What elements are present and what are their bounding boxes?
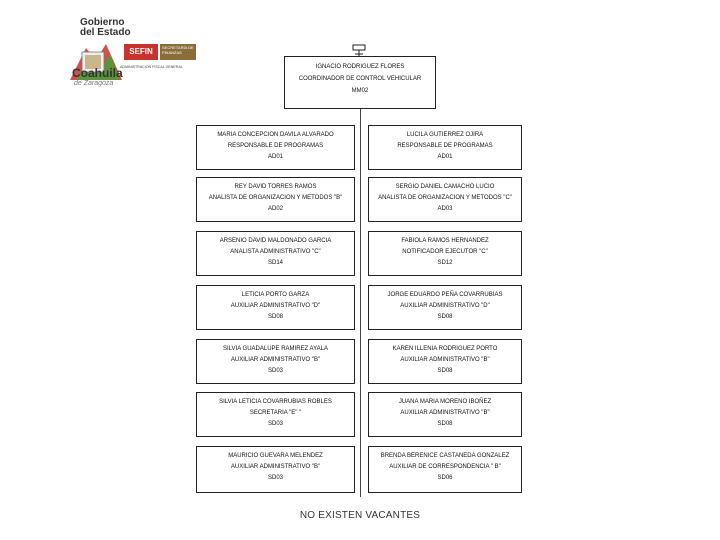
logo-title: Gobierno del Estado <box>80 18 131 38</box>
position-title: ANALISTA DE ORGANIZACION Y METODOS "B" <box>208 195 343 201</box>
position-code: SD12 <box>437 260 453 266</box>
position-title: NOTIFICADOR EJECUTOR "C" <box>402 249 488 255</box>
position-code: SD08 <box>437 368 453 374</box>
position-code: AD01 <box>267 154 283 160</box>
position-code: SD06 <box>437 475 453 481</box>
position-title: ANALISTA DE ORGANIZACION Y METODOS "C" <box>378 195 512 201</box>
org-trunk-line <box>360 109 361 497</box>
sefin-badge: SEFIN <box>124 44 158 60</box>
position-name: BRENDA BERENICE CASTANEDA GONZALEZ <box>380 453 510 459</box>
position-name: JORGE EDUARDO PEÑA COVARRUBIAS <box>387 292 503 298</box>
org-root-icon <box>352 44 366 57</box>
position-box-left-3: ARSENIO DAVID MALDONADO GARCIA ANALISTA … <box>196 231 355 276</box>
root-title: COORDINADOR DE CONTROL VEHICULAR <box>298 76 422 82</box>
position-box-right-1: LUCILA GUTIERREZ OJIRA RESPONSABLE DE PR… <box>368 125 522 170</box>
position-name: LETICIA PORTO GARZA <box>241 292 310 298</box>
position-name: REY DAVID TORRES RAMOS <box>234 184 317 190</box>
position-code: AD01 <box>437 154 453 160</box>
position-box-left-6: SILVIA LETICIA COVARRUBIAS ROBLES SECRET… <box>196 392 355 437</box>
position-code: SD03 <box>267 475 283 481</box>
position-name: FABIOLA RAMOS HERNANDEZ <box>401 238 489 244</box>
position-box-right-7: BRENDA BERENICE CASTANEDA GONZALEZ AUXIL… <box>368 446 522 493</box>
logo-line-1: Gobierno <box>80 17 125 28</box>
position-code: SD03 <box>267 421 283 427</box>
vacancy-note: NO EXISTEN VACANTES <box>299 510 421 521</box>
state-name: Coahuila <box>72 66 123 80</box>
position-code: SD08 <box>267 314 283 320</box>
position-code: SD03 <box>267 368 283 374</box>
position-box-right-3: FABIOLA RAMOS HERNANDEZ NOTIFICADOR EJEC… <box>368 231 522 276</box>
root-position-box: IGNACIO RODRIGUEZ FLORES COORDINADOR DE … <box>284 56 436 109</box>
position-title: AUXILIAR ADMINISTRATIVO "B" <box>400 357 490 363</box>
position-name: MAURICIO GUEVARA MELENDEZ <box>228 453 323 459</box>
position-title: RESPONSABLE DE PROGRAMAS <box>397 143 493 149</box>
position-name: LUCILA GUTIERREZ OJIRA <box>406 132 484 138</box>
position-title: ANALISTA ADMINISTRATIVO "C" <box>230 249 321 255</box>
position-title: SECRETARIA "E" " <box>249 410 302 416</box>
position-name: SILVIA LETICIA COVARRUBIAS ROBLES <box>219 399 332 405</box>
position-title: AUXILIAR DE CORRESPONDENCIA " B" <box>389 464 501 470</box>
sefin-subtitle: SECRETARÍA DE FINANZAS <box>160 44 196 60</box>
root-name: IGNACIO RODRIGUEZ FLORES <box>315 64 405 70</box>
position-title: AUXILIAR ADMINISTRATIVO "B" <box>230 357 321 363</box>
position-title: RESPONSABLE DE PROGRAMAS <box>227 143 324 149</box>
position-code: AD02 <box>267 206 283 212</box>
position-name: MARIA CONCEPCION DAVILA ALVARADO <box>217 132 334 138</box>
position-box-right-6: JUANA MARIA MORENO IBOÑEZ AUXILIAR ADMIN… <box>368 392 522 437</box>
government-logo: Gobierno del Estado SEFIN SECRETARÍA DE … <box>64 18 204 90</box>
position-name: KAREN ILLENIA RODRIGUEZ PORTO <box>392 346 498 352</box>
position-name: ARSENIO DAVID MALDONADO GARCIA <box>219 238 332 244</box>
logo-line-2: del Estado <box>80 27 131 38</box>
admin-text: ADMINISTRACIÓN FISCAL GENERAL <box>120 65 183 69</box>
position-code: SD08 <box>437 314 453 320</box>
position-box-right-2: SERGIO DANIEL CAMACHO LUCIO ANALISTA DE … <box>368 177 522 222</box>
position-box-left-4: LETICIA PORTO GARZA AUXILIAR ADMINISTRAT… <box>196 285 355 330</box>
state-subname: de Zaragoza <box>74 80 114 87</box>
position-name: SILVIA GUADALUPE RAMIREZ AYALA <box>222 346 329 352</box>
position-name: SERGIO DANIEL CAMACHO LUCIO <box>395 184 495 190</box>
position-title: AUXILIAR ADMINISTRATIVO "B" <box>230 464 321 470</box>
position-title: AUXILIAR ADMINISTRATIVO "D" <box>400 303 490 309</box>
position-code: SD14 <box>267 260 283 266</box>
position-title: AUXILIAR ADMINISTRATIVO "B" <box>400 410 490 416</box>
position-box-right-5: KAREN ILLENIA RODRIGUEZ PORTO AUXILIAR A… <box>368 339 522 384</box>
position-box-left-7: MAURICIO GUEVARA MELENDEZ AUXILIAR ADMIN… <box>196 446 355 493</box>
position-code: AD03 <box>437 206 453 212</box>
root-code: MM02 <box>351 88 369 94</box>
position-box-left-2: REY DAVID TORRES RAMOS ANALISTA DE ORGAN… <box>196 177 355 222</box>
position-box-left-1: MARIA CONCEPCION DAVILA ALVARADO RESPONS… <box>196 125 355 170</box>
coat-of-arms-icon <box>70 44 122 80</box>
position-box-left-5: SILVIA GUADALUPE RAMIREZ AYALA AUXILIAR … <box>196 339 355 384</box>
position-title: AUXILIAR ADMINISTRATIVO "D" <box>230 303 321 309</box>
position-name: JUANA MARIA MORENO IBOÑEZ <box>398 399 492 405</box>
position-code: SD08 <box>437 421 453 427</box>
position-box-right-4: JORGE EDUARDO PEÑA COVARRUBIAS AUXILIAR … <box>368 285 522 330</box>
